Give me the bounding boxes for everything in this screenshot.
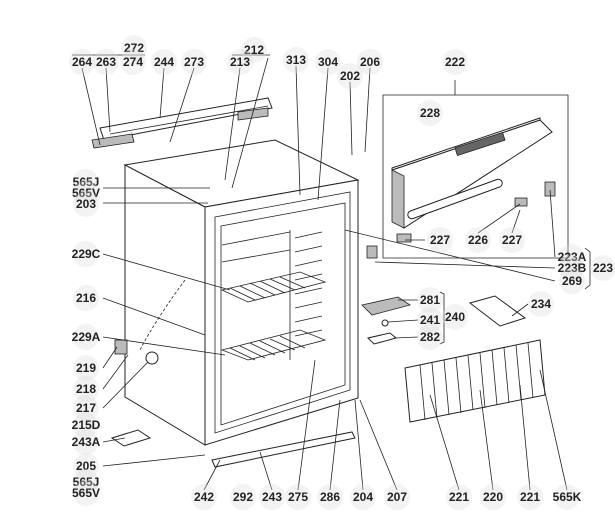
part-label: 202 <box>336 63 364 89</box>
part-label: 565V <box>71 480 101 506</box>
cabinet-body <box>114 139 360 446</box>
ventilation-grille-part <box>404 339 546 423</box>
part-label: 206 <box>356 49 384 75</box>
part-label: 565J <box>72 169 100 195</box>
part-label: 218 <box>72 376 100 402</box>
leader-lines <box>72 54 591 491</box>
part-label: 243 <box>258 484 286 510</box>
part-label: 282 <box>416 324 444 350</box>
part-label: 228 <box>416 100 444 126</box>
part-label: 217 <box>72 395 100 421</box>
part-label: 226 <box>464 227 492 253</box>
part-label: 292 <box>229 484 257 510</box>
part-label: 212 <box>240 37 268 63</box>
part-label: 229A <box>71 324 101 350</box>
part-label: 269 <box>558 268 586 294</box>
ice-tray-part <box>468 295 527 327</box>
part-label: 234 <box>527 291 555 317</box>
part-label: 286 <box>316 484 344 510</box>
part-label: 204 <box>349 484 377 510</box>
bracket-part <box>110 429 152 447</box>
part-label: 223B <box>557 255 587 281</box>
part-label: 275 <box>284 484 312 510</box>
part-label: 229C <box>71 241 101 267</box>
part-label: 203 <box>72 191 100 217</box>
part-label: 274 <box>119 49 147 75</box>
bottom-rail-part <box>211 431 356 468</box>
part-label: 273 <box>180 49 208 75</box>
part-label: 263 <box>92 49 120 75</box>
part-label: 281 <box>416 287 444 313</box>
part-label: 272 <box>120 35 148 61</box>
part-label: 243A <box>71 429 101 455</box>
part-label: 216 <box>72 285 100 311</box>
top-rail-part <box>91 97 273 149</box>
part-label: 240 <box>441 304 469 330</box>
part-label: 304 <box>314 49 342 75</box>
part-label: 221 <box>516 484 544 510</box>
part-label: 223 <box>589 255 615 281</box>
part-label: 227 <box>426 227 454 253</box>
part-label: 223A <box>557 244 587 270</box>
part-label: 221 <box>445 484 473 510</box>
part-label: 215D <box>71 412 101 438</box>
part-label: 242 <box>190 484 218 510</box>
part-label: 207 <box>383 484 411 510</box>
part-label: 264 <box>68 49 96 75</box>
part-label: 222 <box>441 49 469 75</box>
part-label: 565V <box>71 180 101 206</box>
light-assembly <box>361 296 411 345</box>
part-label: 213 <box>226 49 254 75</box>
part-label: 313 <box>282 47 310 73</box>
part-label: 241 <box>416 307 444 333</box>
part-label: 565K <box>552 484 582 510</box>
part-label: 565J <box>72 469 100 495</box>
part-label: 244 <box>150 49 178 75</box>
door-assembly <box>366 80 569 259</box>
part-label: 219 <box>72 355 100 381</box>
part-label: 220 <box>479 484 507 510</box>
part-label: 227 <box>498 227 526 253</box>
part-label: 205 <box>72 453 100 479</box>
